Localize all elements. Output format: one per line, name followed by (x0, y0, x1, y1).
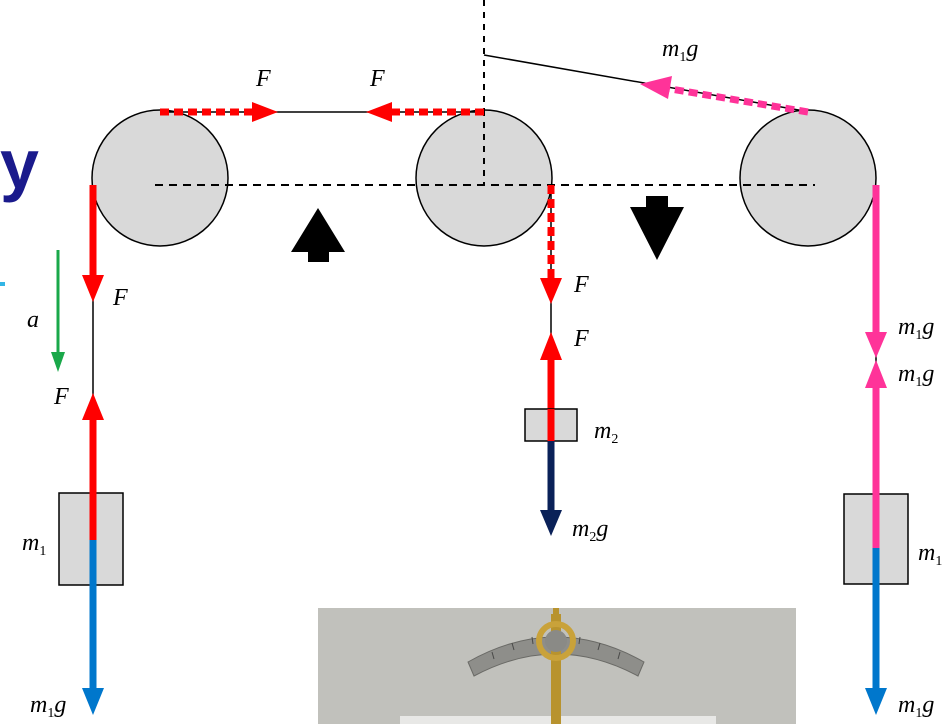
label-weight-left: m1g (30, 692, 66, 721)
label-weight-right-bottom: m1g (898, 692, 934, 721)
weight-arrowhead-m2 (540, 510, 562, 536)
label-tension-left-upper: F (112, 285, 128, 311)
tension-arrowhead-left-lower (82, 393, 104, 420)
weight-arrowhead-right-upper (865, 332, 887, 358)
label-tension-mid-upper: F (573, 272, 589, 298)
weight-arrowhead-left (82, 688, 104, 715)
pulley-left (91, 109, 229, 247)
label-weight-right-upper: m1g (898, 314, 934, 343)
label-mass-middle: m2 (594, 418, 618, 447)
tension-arrowhead-left-upper (82, 275, 104, 302)
pulley-middle (415, 109, 553, 247)
down-arrow-icon (630, 196, 684, 260)
label-tension-top-left: F (255, 66, 271, 92)
partial-heading-glyph: y (0, 125, 39, 203)
weight-arrowhead-right-lower (865, 360, 887, 388)
label-tension-left-lower: F (53, 384, 69, 410)
partial-accent-bar (0, 282, 5, 286)
tension-arrowhead-mid-lower (540, 332, 562, 360)
spring-scale-photo-icon (318, 608, 796, 724)
label-acceleration: a (27, 307, 39, 333)
tension-arrowhead-top-left (252, 102, 278, 122)
label-weight-top: m1g (662, 36, 698, 65)
label-weight-right-lower: m1g (898, 361, 934, 390)
weight-component-arrowhead-top (640, 76, 672, 99)
weight-arrowhead-right-bottom (865, 688, 887, 715)
label-tension-top-right: F (369, 66, 385, 92)
tension-arrowhead-top-right (366, 102, 392, 122)
label-tension-mid-lower: F (573, 326, 589, 352)
tension-arrowhead-mid-upper (540, 278, 562, 304)
label-mass-left: m1 (22, 530, 46, 559)
label-weight-m2: m2g (572, 516, 608, 545)
acceleration-arrowhead (51, 352, 65, 372)
weight-component-arrow-top (664, 84, 809, 116)
up-arrow-icon (291, 208, 345, 262)
pulley-right (739, 109, 877, 247)
label-mass-right: m1 (918, 540, 942, 569)
